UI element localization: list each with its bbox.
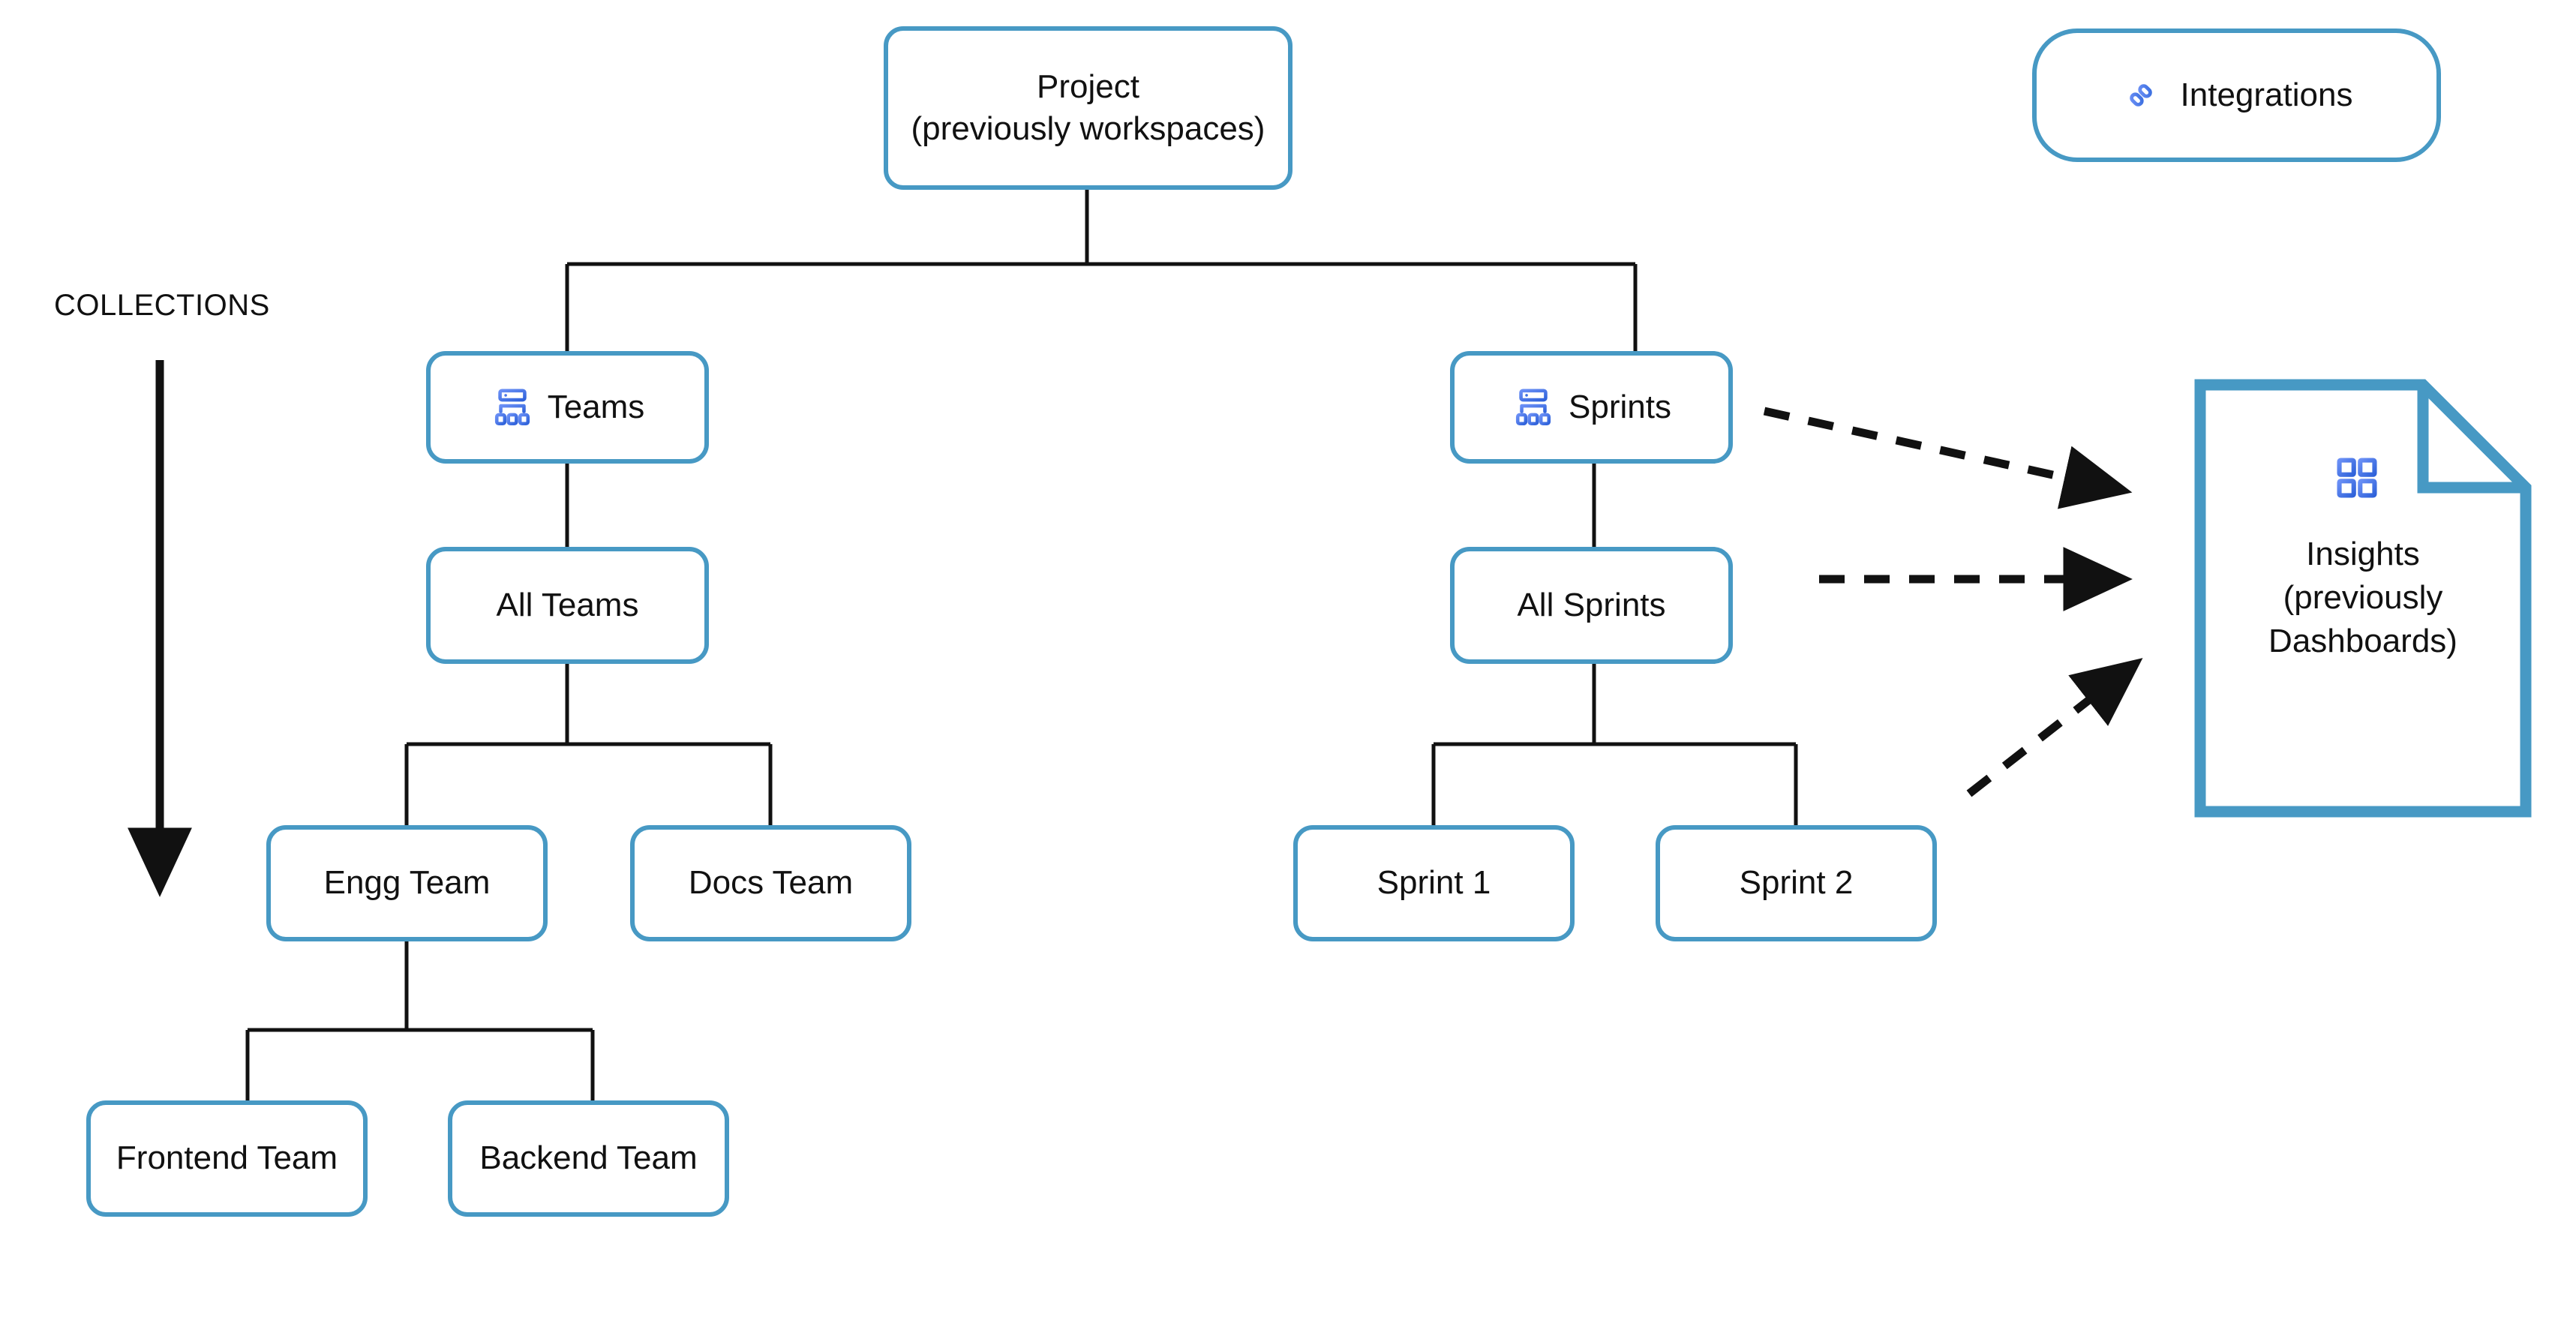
node-sprint-1-label: Sprint 1 <box>1377 864 1491 902</box>
node-engg-team-label: Engg Team <box>323 864 491 902</box>
edge-engg-team-to-children <box>245 941 595 1100</box>
node-sprint-2[interactable]: Sprint 2 <box>1656 825 1937 941</box>
node-insights[interactable]: Insights (previously Dashboards) <box>2194 379 2532 818</box>
node-project[interactable]: Project (previously workspaces) <box>884 26 1293 190</box>
edge-all-sprints-to-children <box>1431 664 1798 825</box>
node-frontend-team-label: Frontend Team <box>116 1139 338 1177</box>
node-sprints-label: Sprints <box>1569 388 1671 425</box>
node-integrations-label: Integrations <box>2180 76 2353 113</box>
node-engg-team[interactable]: Engg Team <box>266 825 548 941</box>
node-all-teams-label: All Teams <box>496 586 639 623</box>
node-all-teams[interactable]: All Teams <box>426 547 709 664</box>
node-backend-team[interactable]: Backend Team <box>448 1100 729 1217</box>
document-shape <box>2194 379 2532 818</box>
edge-project-to-branches <box>565 190 1638 351</box>
edge-all-teams-to-children <box>404 664 773 825</box>
node-teams-label: Teams <box>547 388 645 425</box>
node-sprint-1[interactable]: Sprint 1 <box>1293 825 1575 941</box>
hierarchy-icon <box>1512 386 1555 429</box>
edge-sprint2-to-insights <box>1966 658 2143 797</box>
hierarchy-icon <box>491 386 534 429</box>
node-project-label: Project (previously workspaces) <box>911 68 1265 147</box>
node-insights-label: Insights (previously Dashboards) <box>2268 536 2457 660</box>
edge-sprints-to-insights <box>1763 407 2133 509</box>
collections-label: COLLECTIONS <box>54 289 270 322</box>
node-frontend-team[interactable]: Frontend Team <box>86 1100 368 1217</box>
node-integrations[interactable]: Integrations <box>2032 29 2441 162</box>
plug-icon <box>2121 75 2161 116</box>
node-backend-team-label: Backend Team <box>479 1139 698 1177</box>
node-all-sprints[interactable]: All Sprints <box>1450 547 1733 664</box>
node-all-sprints-label: All Sprints <box>1517 586 1666 623</box>
dashboard-grid-icon <box>2333 454 2381 502</box>
node-docs-team-label: Docs Team <box>688 864 854 902</box>
node-sprint-2-label: Sprint 2 <box>1739 864 1854 902</box>
node-docs-team[interactable]: Docs Team <box>630 825 911 941</box>
node-teams[interactable]: Teams <box>426 351 709 464</box>
node-sprints[interactable]: Sprints <box>1450 351 1733 464</box>
